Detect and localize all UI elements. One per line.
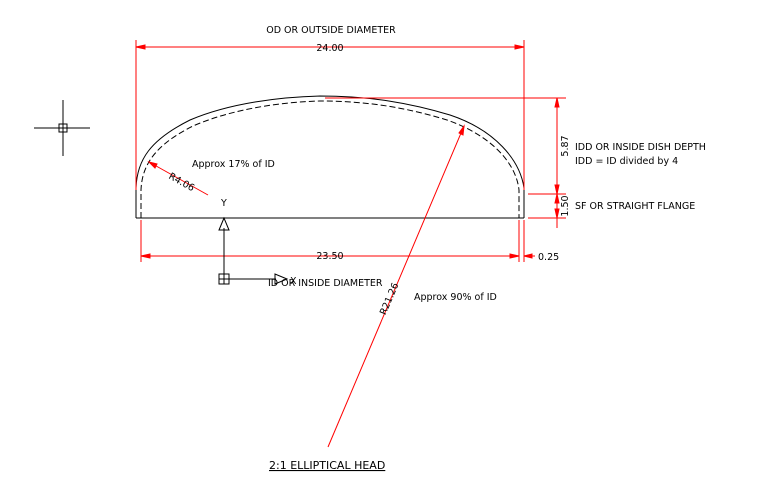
dish-depth-value: 5.87 <box>560 135 571 156</box>
knuckle-radius-leader <box>147 161 209 196</box>
head-outer-profile <box>135 95 525 218</box>
thickness-value: 0.25 <box>538 252 559 263</box>
dish-depth-label: IDD OR INSIDE DISH DEPTH <box>575 142 706 153</box>
od-value: 24.00 <box>316 43 343 54</box>
head-inner-profile <box>140 100 520 218</box>
id-label: ID OR INSIDE DIAMETER <box>268 278 383 289</box>
dish-depth-formula: IDD = ID divided by 4 <box>575 156 678 167</box>
crown-radius-leader <box>327 124 465 448</box>
thickness-dimension <box>512 220 535 262</box>
od-label: OD OR OUTSIDE DIAMETER <box>266 25 396 36</box>
straight-flange-label: SF OR STRAIGHT FLANGE <box>575 201 695 212</box>
ucs-y-label: Y <box>220 198 227 209</box>
crosshair-cursor-icon <box>34 100 90 156</box>
knuckle-radius-note: Approx 17% of ID <box>192 159 275 170</box>
ucs-x-label: X <box>290 276 297 287</box>
knuckle-radius-value: R4.06 <box>167 171 197 194</box>
straight-flange-value: 1.50 <box>560 195 571 216</box>
id-value: 23.50 <box>316 251 343 262</box>
crown-radius-note: Approx 90% of ID <box>414 292 497 303</box>
depth-dimension <box>325 97 566 228</box>
drawing-title: 2:1 ELLIPTICAL HEAD <box>269 459 385 472</box>
ucs-axis-icon <box>218 216 289 285</box>
od-dimension <box>135 40 525 190</box>
